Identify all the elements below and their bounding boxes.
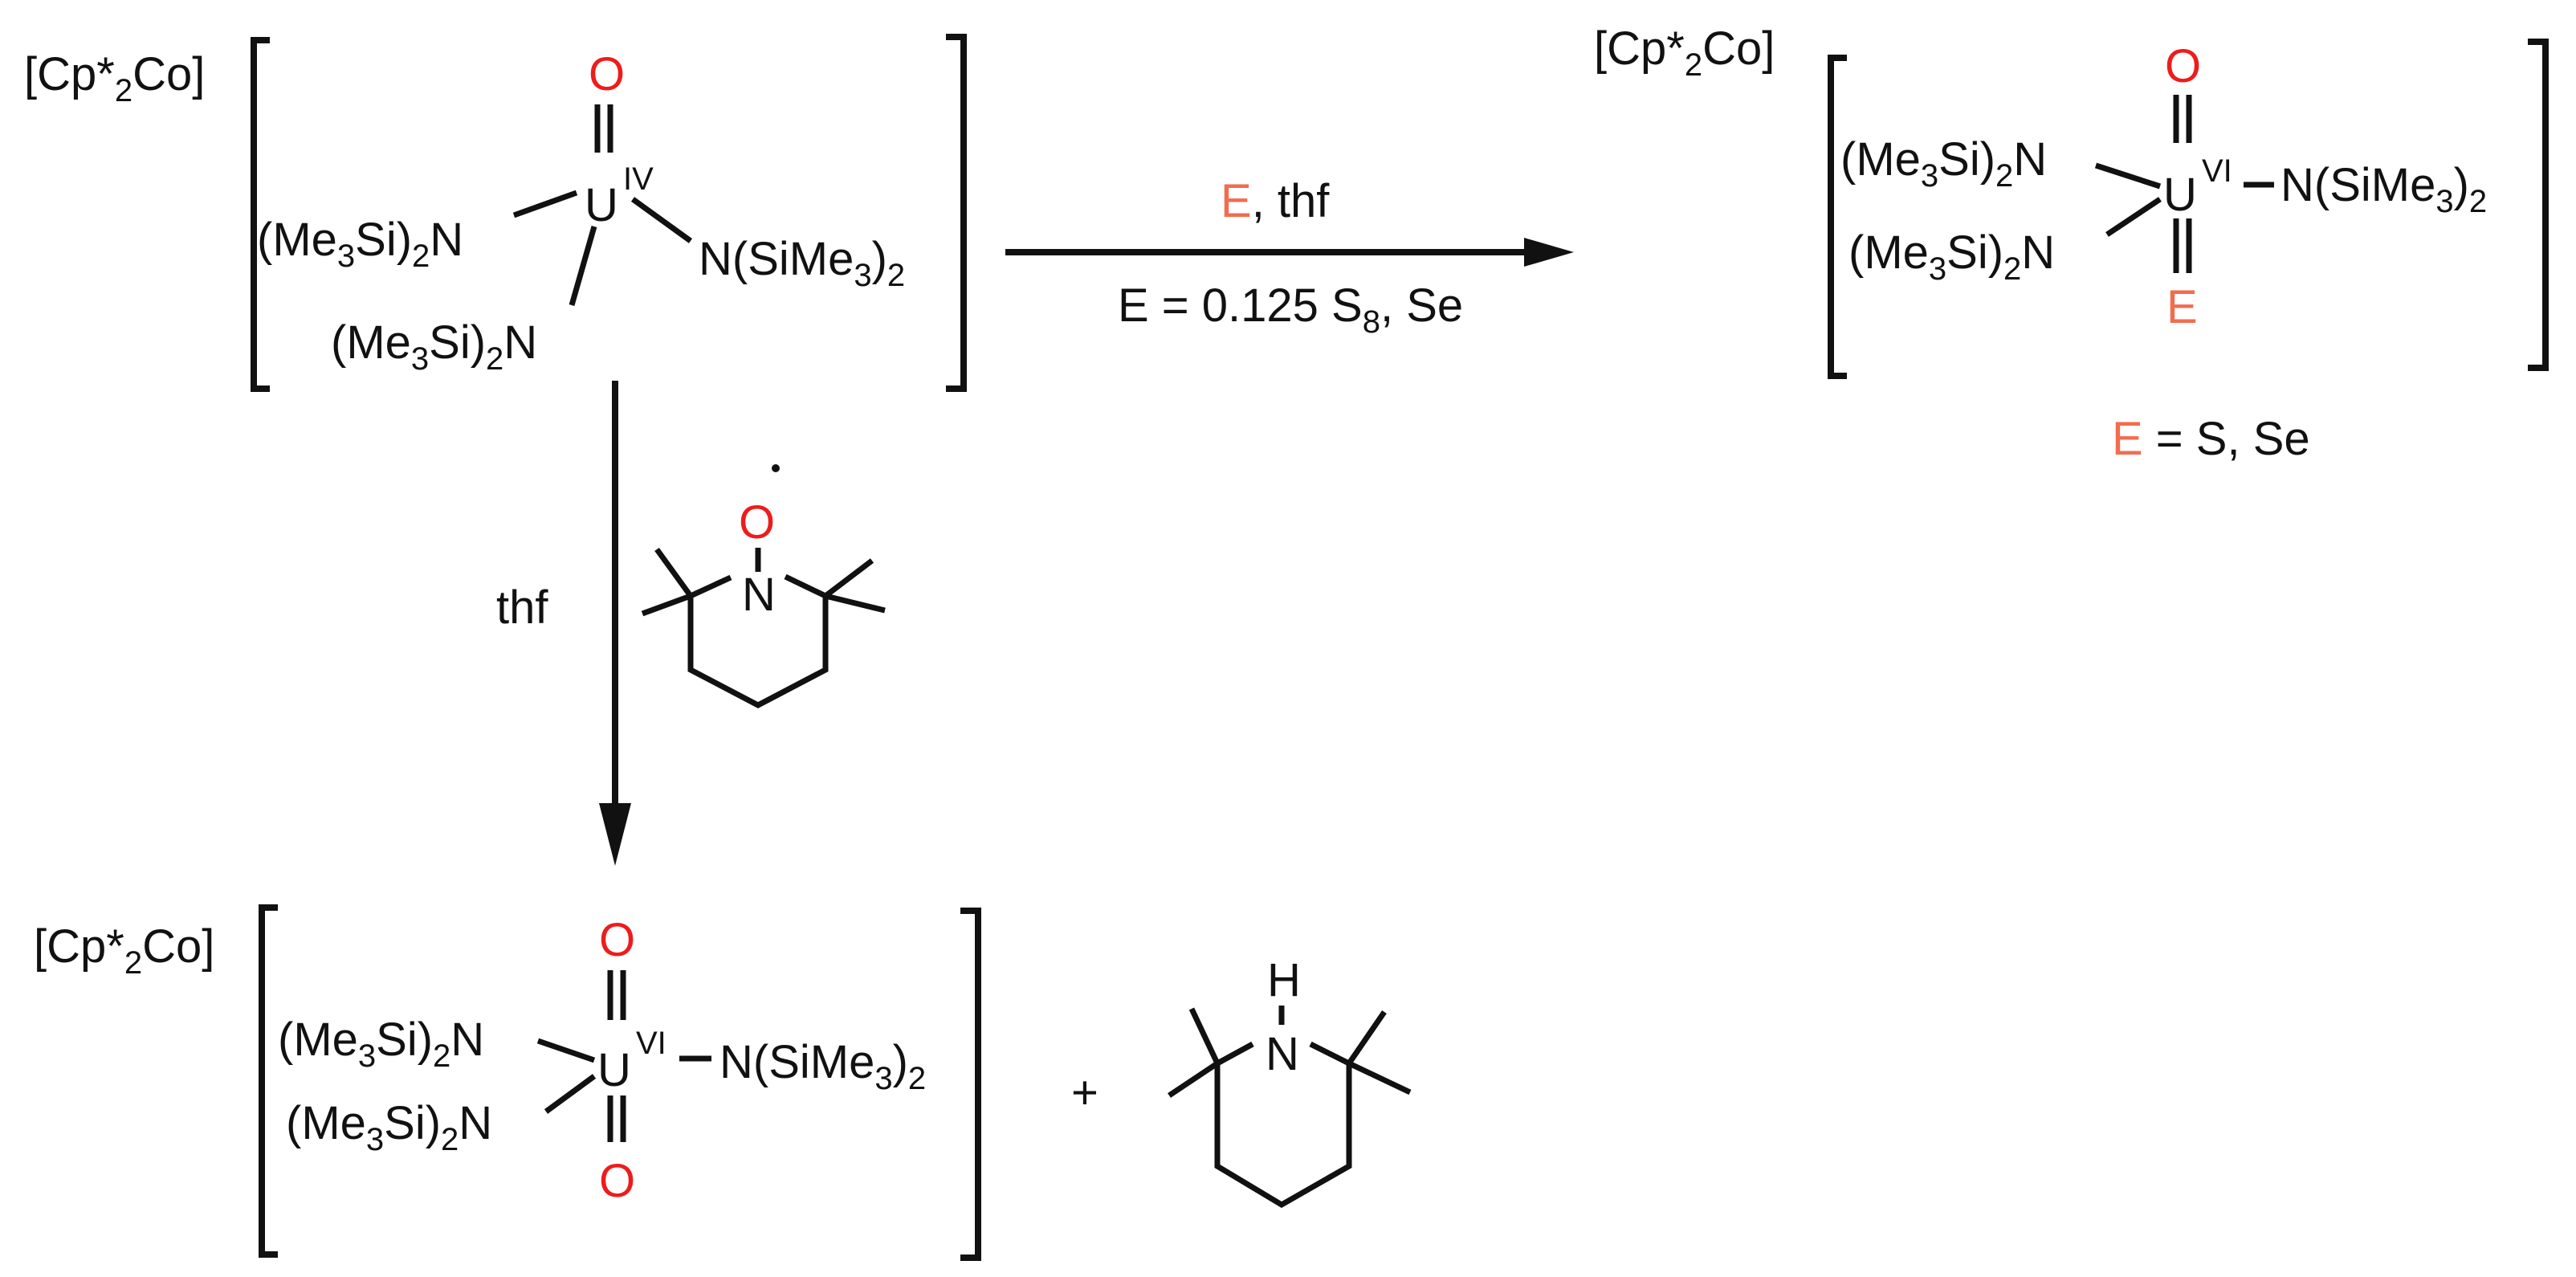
product-bottom-counterion: [Cp*2Co] <box>34 920 214 981</box>
arrow-right-reagent-top: E, thf <box>1221 175 1330 227</box>
reactant-bond-right <box>630 197 693 243</box>
tempo-nitrogen: N <box>742 569 776 621</box>
product-right-bracket-left <box>1828 55 1847 379</box>
arrow-right-head-icon <box>1524 238 1574 267</box>
product-right-note: E = S, Se <box>2112 413 2310 465</box>
tempoh-methyl-4 <box>1347 1060 1412 1095</box>
tempo-methyl-2 <box>641 593 692 617</box>
reactant-counterion: [Cp*2Co] <box>24 48 205 108</box>
tempo-methyl-4 <box>825 593 886 614</box>
product-right-ligand-lower-left: (Me3Si)2N <box>1848 226 2055 287</box>
reactant-complex: [Cp*2Co] O U IV (Me3Si)2N N(SiMe3)2 (Me3… <box>24 34 967 392</box>
product-right-uranium: U <box>2163 169 2197 221</box>
arrow-down-solvent: thf <box>496 581 548 634</box>
product-bottom-uranium: U <box>597 1044 631 1096</box>
tempoh-hydrogen: H <box>1267 954 1301 1006</box>
tempo-methyl-3 <box>823 558 874 598</box>
reactant-oxidation-state: IV <box>623 161 654 197</box>
tempo-reagent: O N <box>641 464 886 708</box>
arrow-down-head-icon <box>599 803 631 866</box>
product-right-ligand-upper-left: (Me3Si)2N <box>1840 133 2047 194</box>
product-right-bond-upper-left <box>2094 162 2162 190</box>
tempoh-nitrogen: N <box>1266 1028 1299 1080</box>
reactant-ligand-right: N(SiMe3)2 <box>699 233 905 293</box>
reaction-arrow-down: thf O N <box>496 381 886 866</box>
product-bottom-oxo-top: O <box>599 914 635 966</box>
product-bottom-bracket-right <box>960 908 981 1261</box>
product-right-ligand-right: N(SiMe3)2 <box>2280 159 2487 219</box>
product-right-oxo-atom: O <box>2165 40 2201 92</box>
reactant-ligand-left: (Me3Si)2N <box>257 214 463 274</box>
tempo-radical-dot-icon <box>772 464 780 472</box>
reactant-oxo-atom: O <box>589 48 625 100</box>
product-right-counterion: [Cp*2Co] <box>1594 22 1775 83</box>
product-bottom-complex: [Cp*2Co] O U VI N(SiMe3)2 (Me3Si)2N (Me3… <box>34 904 981 1261</box>
tempo-oxygen: O <box>739 496 775 549</box>
reactant-bracket-left <box>251 37 270 392</box>
product-bottom-bracket-left <box>259 904 278 1258</box>
tempoh-methyl-1 <box>1188 1007 1221 1065</box>
product-bottom-oxo-bottom: O <box>599 1155 635 1207</box>
product-right-chalcogen-atom: E <box>2166 281 2198 333</box>
tempoh-methyl-3 <box>1347 1010 1387 1065</box>
product-right-complex: [Cp*2Co] O U VI N(SiMe3)2 (Me3Si)2N (Me3… <box>1594 22 2549 465</box>
plus-sign: + <box>1071 1067 1098 1119</box>
product-bottom-oxidation-state: VI <box>636 1026 666 1061</box>
reactant-bond-down <box>569 226 597 306</box>
product-bottom-ligand-lower-left: (Me3Si)2N <box>286 1097 492 1157</box>
arrow-right-reagent-bottom: E = 0.125 S8, Se <box>1118 279 1463 340</box>
reactant-uranium: U <box>585 179 618 231</box>
reactant-bond-left <box>512 190 578 218</box>
tempo-methyl-1 <box>654 547 693 598</box>
tempo-h-byproduct: H N <box>1168 954 1412 1209</box>
product-right-oxidation-state: VI <box>2202 153 2232 189</box>
reaction-arrow-right: E, thf E = 0.125 S8, Se <box>1005 175 1574 340</box>
product-bottom-ligand-upper-left: (Me3Si)2N <box>278 1014 484 1074</box>
reactant-bracket-right <box>946 34 967 392</box>
product-bottom-bond-upper-left <box>536 1038 596 1063</box>
product-right-bond-lower-left <box>2105 197 2162 237</box>
product-bottom-ligand-right: N(SiMe3)2 <box>719 1036 926 1096</box>
product-bottom-bond-lower-left <box>544 1074 597 1114</box>
tempoh-methyl-2 <box>1168 1061 1219 1098</box>
product-right-bracket-right <box>2528 39 2549 371</box>
reactant-ligand-bottom: (Me3Si)2N <box>331 316 537 377</box>
